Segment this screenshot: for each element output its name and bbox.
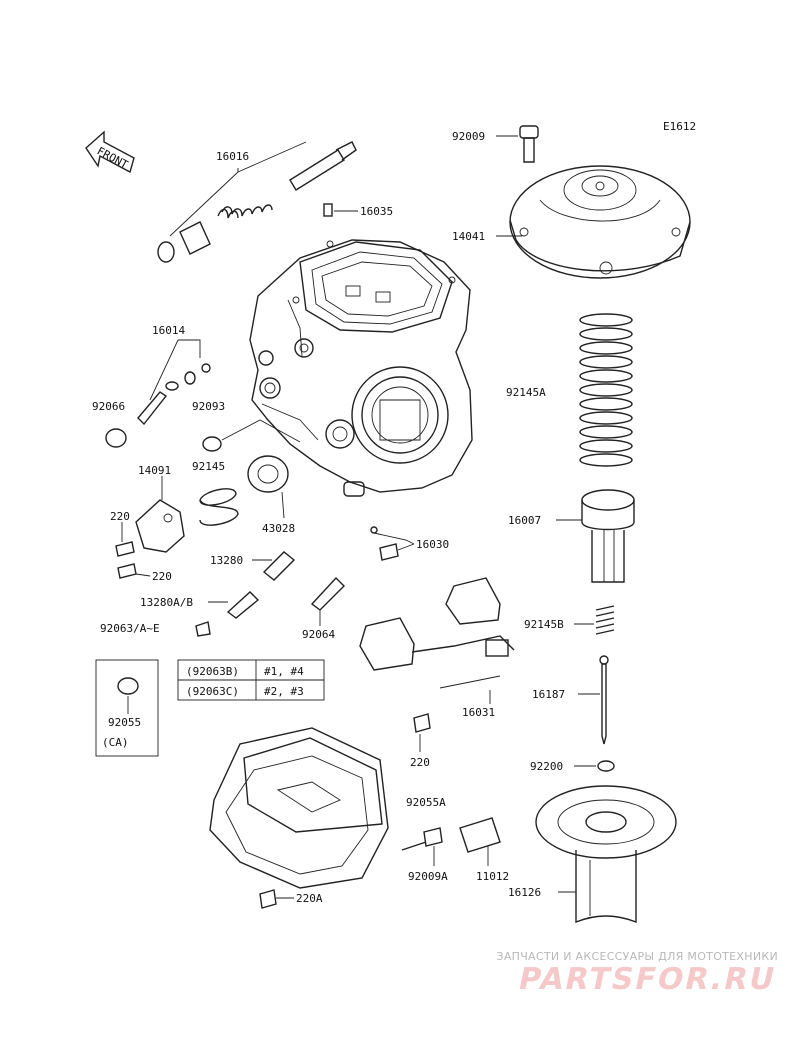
callout-92093: 92093 — [192, 400, 225, 413]
callout-16016: 16016 — [216, 150, 249, 163]
needle-jet-drawing — [226, 591, 260, 619]
vacuum-piston-drawing — [535, 785, 677, 924]
leader-220b — [135, 573, 151, 577]
callout-16187: 16187 — [532, 688, 565, 701]
o-ring-drawing — [202, 436, 222, 452]
leader-16030b — [397, 543, 415, 551]
callout-16030: 16030 — [416, 538, 449, 551]
pilot-jet-drawing — [310, 576, 345, 611]
callout-13280: 13280 — [210, 554, 243, 567]
small-spring-drawing — [199, 488, 239, 526]
needle-spring-drawing — [595, 605, 615, 635]
callout-220b: 220 — [152, 570, 172, 583]
fuel-pipe-drawing — [370, 526, 399, 561]
callout-92009A: 92009A — [408, 870, 448, 883]
callout-16035: 16035 — [360, 205, 393, 218]
bowl-screw-drawing — [401, 827, 443, 851]
inset-part-number: 92055 — [108, 716, 141, 729]
choke-plunger-drawing — [157, 141, 357, 263]
callout-92145: 92145 — [192, 460, 225, 473]
front-arrow-icon: FRONT — [85, 130, 135, 174]
rubber-cap-drawing — [459, 817, 501, 853]
callout-220a: 220 — [110, 510, 130, 523]
vacuum-piston-spring-drawing — [579, 313, 633, 467]
callout-11012: 11012 — [476, 870, 509, 883]
leader-16014b — [149, 339, 179, 401]
top-cover-drawing — [509, 165, 691, 279]
carburetor-body-drawing — [249, 239, 473, 497]
leader-16014 — [178, 339, 201, 358]
callout-14091: 14091 — [138, 464, 171, 477]
main-jet-drawing — [195, 621, 211, 637]
callout-14041: 14041 — [452, 230, 485, 243]
callout-92145B: 92145B — [524, 618, 564, 631]
callout-16031: 16031 — [462, 706, 495, 719]
callout-92009: 92009 — [452, 130, 485, 143]
callout-16014: 16014 — [152, 324, 185, 337]
callout-92200: 92200 — [530, 760, 563, 773]
variant-row-2-cyl: #2, #3 — [264, 685, 304, 698]
callout-220c: 220 — [410, 756, 430, 769]
bowl-drain-screw-drawing — [259, 889, 277, 909]
callout-16007: 16007 — [508, 514, 541, 527]
variant-row-1-cyl: #1, #4 — [264, 665, 304, 678]
front-arrow-label: FRONT — [95, 144, 131, 171]
top-cover-screw-drawing — [519, 125, 539, 163]
diaphragm-drawing — [247, 455, 289, 493]
cap-plug-drawing — [105, 428, 127, 448]
callout-92064: 92064 — [302, 628, 335, 641]
callout-92066: 92066 — [92, 400, 125, 413]
float-drawing — [359, 577, 515, 689]
leader-92093 — [221, 419, 301, 443]
variant-row-1-code: (92063B) — [186, 665, 239, 678]
washer-drawing — [597, 760, 615, 772]
needle-holder-drawing — [581, 489, 635, 583]
callout-13280AB: 13280A/B — [140, 596, 193, 609]
callout-16126: 16126 — [508, 886, 541, 899]
watermark-logo: PARTSFOR.RU — [515, 962, 780, 997]
float-bowl-drawing — [209, 727, 389, 889]
diagram-code: E1612 — [663, 120, 696, 133]
inset-note: (CA) — [102, 736, 129, 749]
leader-16016b — [237, 141, 307, 173]
watermark-tagline: ЗАПЧАСТИ И АКСЕССУАРЫ ДЛЯ МОТОТЕХНИКИ — [496, 950, 778, 963]
jet-holder-drawing — [262, 551, 296, 581]
inset-box — [95, 659, 159, 757]
callout-92145A: 92145A — [506, 386, 546, 399]
leader-16016 — [169, 168, 239, 237]
leader-16030 — [373, 532, 415, 545]
drain-screw-drawing — [413, 713, 431, 733]
leader-43028 — [281, 491, 285, 519]
callout-92063: 92063/A~E — [100, 622, 160, 635]
pilot-screw-set-drawing — [137, 363, 211, 426]
pilot-jet-small-drawing — [323, 203, 333, 217]
variant-table — [177, 659, 325, 701]
callout-92055A: 92055A — [406, 796, 446, 809]
variant-row-2-code: (92063C) — [186, 685, 239, 698]
callout-43028: 43028 — [262, 522, 295, 535]
jet-needle-drawing — [599, 655, 609, 745]
callout-220A: 220A — [296, 892, 323, 905]
